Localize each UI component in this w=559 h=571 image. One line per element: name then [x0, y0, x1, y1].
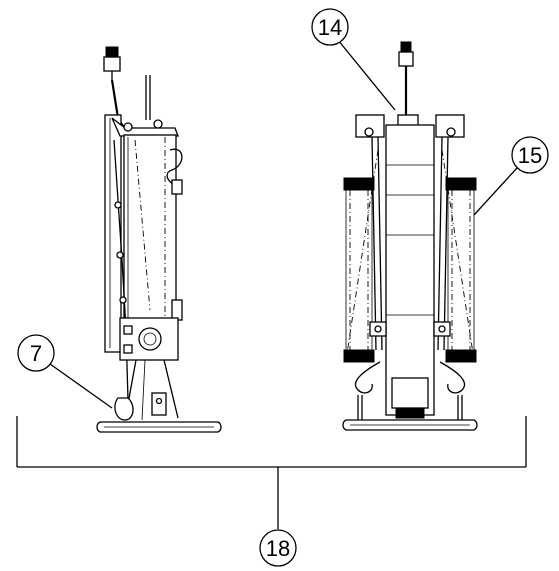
callout-18-label: 18: [266, 536, 290, 561]
callout-18: 18: [259, 529, 297, 567]
callout-15-label: 15: [518, 143, 542, 168]
assembly-bracket: [16, 416, 527, 529]
callout-14: 14: [311, 8, 396, 111]
right-assembly-front-view: [342, 41, 478, 431]
callout-7-label: 7: [30, 341, 42, 366]
callout-7: 7: [17, 334, 113, 409]
callout-15: 15: [473, 136, 549, 216]
left-assembly-side-view: [96, 46, 222, 433]
callout-14-label: 14: [318, 15, 342, 40]
